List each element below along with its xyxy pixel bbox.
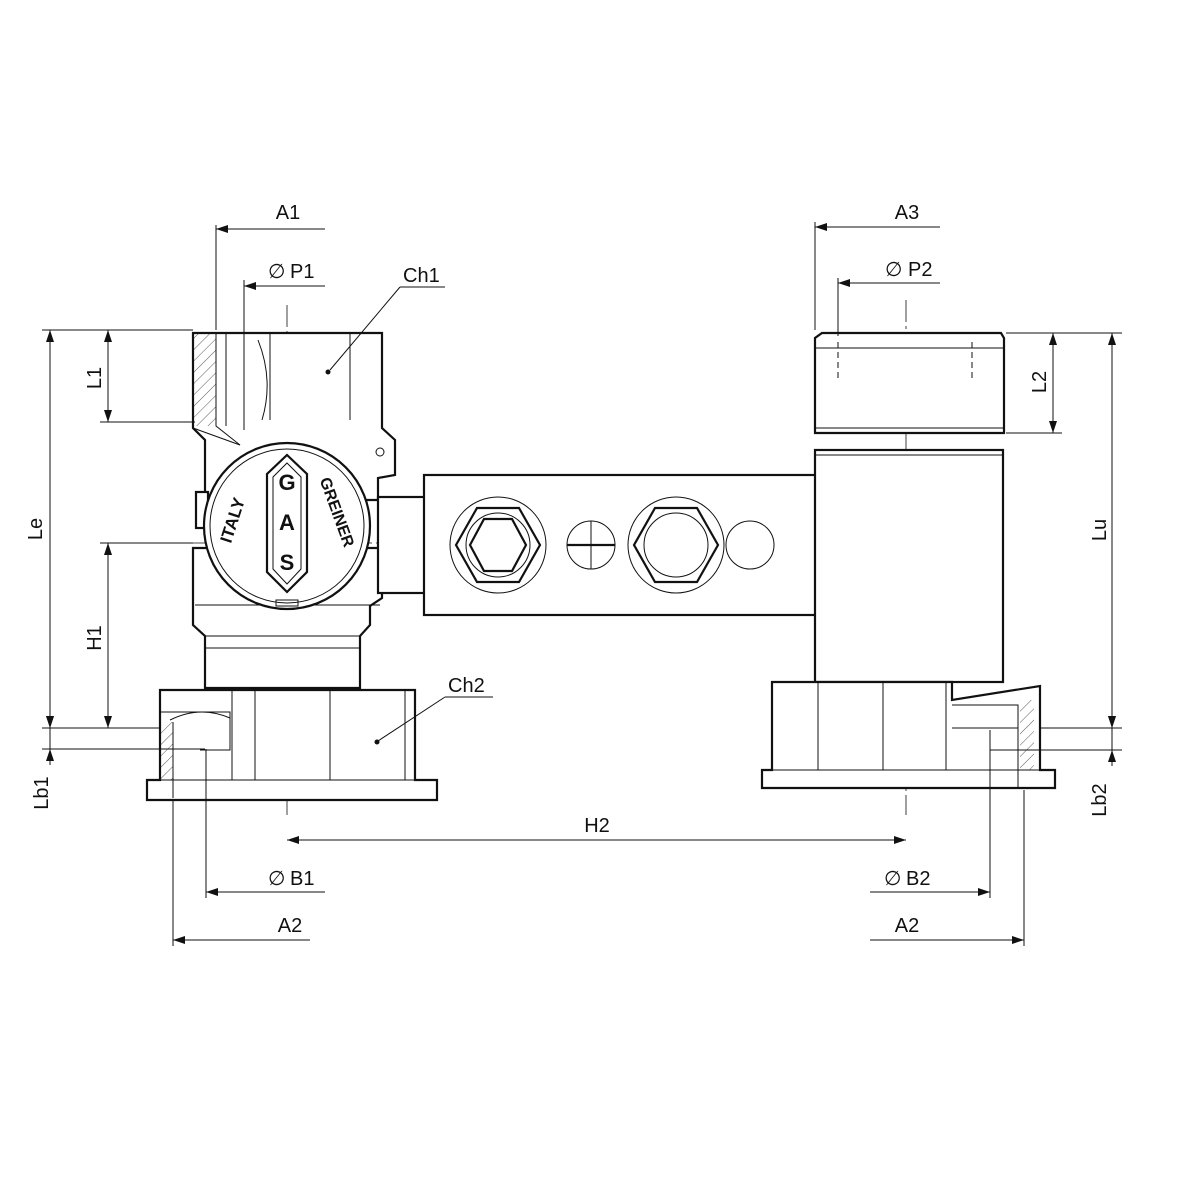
label-h1: H1 — [84, 625, 106, 651]
label-l2: L2 — [1029, 371, 1051, 393]
label-l1: L1 — [84, 367, 106, 389]
label-lb2: Lb2 — [1089, 783, 1111, 816]
label-b2: B2 — [906, 868, 930, 890]
dimensions-left: A1 ∅ P1 Ch1 L1 Le H1 Ch2 L — [25, 202, 493, 946]
symbol-p1: ∅ — [268, 261, 285, 283]
right-nut — [760, 680, 1057, 790]
label-a2-left: A2 — [278, 915, 302, 937]
label-a1: A1 — [276, 202, 300, 224]
dimensions-right: A3 ∅ P2 L2 Lu Lb2 ∅ B2 A2 — [814, 202, 1122, 946]
right-pipe — [813, 331, 1006, 684]
symbol-p2: ∅ — [885, 259, 902, 281]
label-le: Le — [25, 518, 47, 540]
symbol-b2: ∅ — [884, 868, 901, 890]
symbol-b1: ∅ — [268, 868, 285, 890]
connecting-bar — [422, 473, 822, 617]
label-p1: P1 — [290, 261, 314, 283]
stamp-letter-s: S — [280, 550, 295, 575]
label-ch1: Ch1 — [403, 265, 440, 287]
left-nut — [145, 688, 439, 802]
label-p2: P2 — [908, 259, 932, 281]
label-lb1: Lb1 — [31, 776, 53, 809]
dimension-h2: H2 — [287, 815, 906, 844]
label-b1: B1 — [290, 868, 314, 890]
stamp-letter-g: G — [278, 470, 295, 495]
label-ch2: Ch2 — [448, 675, 485, 697]
left-valve: G A S ITALY GREINER — [191, 331, 430, 690]
label-a2-right: A2 — [895, 915, 919, 937]
label-lu: Lu — [1089, 519, 1111, 541]
label-a3: A3 — [895, 202, 919, 224]
label-h2: H2 — [584, 815, 610, 837]
stamp-letter-a: A — [279, 510, 295, 535]
